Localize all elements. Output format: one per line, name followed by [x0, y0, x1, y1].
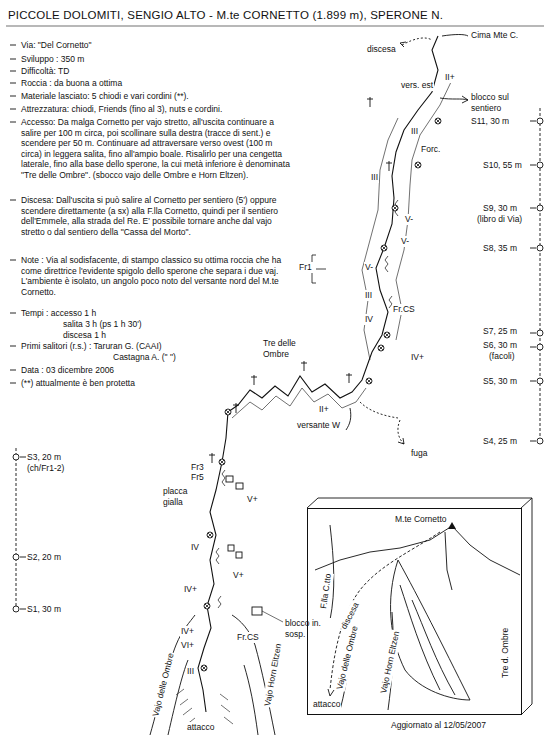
- grade: III: [370, 172, 379, 183]
- info-line: Castagna A. (" "): [112, 352, 177, 363]
- info-line: salita 3 h (ps 1 h 30'): [62, 319, 143, 330]
- pitch-length: S10, 55 m: [482, 160, 523, 171]
- info-line: Tempi : accesso 1 h: [20, 308, 97, 319]
- info-line: Materiale lasciato: 5 chiodi e vari cord…: [20, 91, 190, 102]
- pitch-length: S2, 20 m: [26, 552, 62, 563]
- descent-label: discesa: [366, 44, 397, 55]
- note-label: blocco sul sentiero: [470, 92, 534, 113]
- info-paragraph: Note : Via al sodisfacente, di stampo cl…: [20, 255, 292, 297]
- feature-label: placca gialla: [162, 486, 204, 507]
- info-line: Data : 03 dicembre 2006: [20, 365, 115, 376]
- feature-label: Tre delle Ombre: [262, 338, 304, 359]
- col-label: F.lla C.tto: [318, 572, 334, 611]
- note-label: (facoli): [488, 351, 516, 362]
- grade: III: [364, 290, 373, 301]
- grade: IV: [364, 314, 374, 325]
- grade: V+: [246, 494, 259, 505]
- inset-map-box: M.te CornettoF.lla C.ttodiscesaVajo dell…: [307, 508, 522, 715]
- gear-label: Fr.CS: [392, 304, 416, 315]
- grade: IV: [190, 542, 200, 553]
- info-paragraph: Discesa: Dall'uscita si può salire al Co…: [20, 195, 292, 237]
- feature-label: Tre d. Ombre: [500, 627, 511, 679]
- diagram-title: PICCOLE DOLOMITI, SENGIO ALTO - M.te COR…: [8, 8, 443, 22]
- grade: III: [410, 126, 419, 137]
- gully-name: Vajo Horn Eltzen: [378, 629, 402, 695]
- inset-title: M.te Cornetto: [394, 514, 448, 525]
- feature-label: blocco in. sosp.: [284, 618, 332, 639]
- note-label: vers. est: [400, 80, 434, 91]
- grade: IV+: [180, 626, 195, 637]
- grade: V-: [400, 236, 410, 247]
- grade: II+: [444, 72, 456, 83]
- start-label: attacco: [312, 699, 341, 710]
- gully-name: Vajo Horn Eltzen: [262, 642, 284, 708]
- pitch-length: S7, 25 m: [482, 326, 518, 337]
- gear-label: Fr1: [298, 262, 313, 273]
- note-label: (libro di Via): [476, 214, 523, 225]
- pitch-length: S8, 35 m: [482, 243, 518, 254]
- pitch-length: S1, 30 m: [26, 604, 62, 615]
- gear-label: Fr5: [190, 472, 205, 483]
- gully-name: Vajo delle Ombre: [334, 624, 360, 692]
- grade: V-: [364, 262, 374, 273]
- info-line: discesa 1 h: [62, 330, 107, 341]
- pitch-length: S3, 20 m: [26, 452, 62, 463]
- info-line: Attrezzatura: chiodi, Friends (fino al 3…: [20, 104, 223, 115]
- face-label: versante W: [296, 420, 341, 431]
- note-label: Forc.: [420, 144, 441, 155]
- note-label: (ch/Fr1-2): [26, 463, 65, 474]
- grade: VI+: [180, 640, 195, 651]
- grade: II+: [318, 404, 330, 415]
- escape-label: fuga: [410, 448, 429, 459]
- info-line: Primi salitori (r.s.) : Taruran G. (CAAI…: [20, 341, 163, 352]
- pitch-length: S5, 30 m: [482, 376, 518, 387]
- grade: IV+: [183, 584, 198, 595]
- gear-label: Fr3: [190, 462, 205, 473]
- grade: IV+: [410, 352, 425, 363]
- grade: V-: [404, 214, 414, 225]
- info-line: Sviluppo : 350 m: [20, 54, 85, 65]
- pitch-length: S6, 30 m: [482, 340, 518, 351]
- info-line: Roccia : da buona a ottima: [20, 78, 123, 89]
- info-note: (**) attualmente è ben protetta: [20, 378, 136, 389]
- gear-label: Fr.CS: [236, 632, 260, 643]
- grade: III: [186, 666, 195, 677]
- grade: V+: [232, 570, 245, 581]
- update-date: Aggiornato al 12/05/2007: [390, 720, 487, 731]
- info-line: Via: "Del Cornetto": [20, 40, 93, 51]
- info-line: Difficoltà: TD: [20, 66, 70, 77]
- gully-name: Vajo delle Ombre: [150, 651, 176, 719]
- pitch-length: S4, 25 m: [482, 436, 518, 447]
- pitch-length: S11, 30 m: [470, 116, 510, 127]
- pitch-length: S9, 30 m: [482, 203, 518, 214]
- summit-label: Cima Mte C.: [470, 30, 519, 41]
- info-paragraph: Accesso: Da malga Cornetto per vajo stre…: [20, 117, 292, 180]
- start-label: attacco: [186, 722, 215, 733]
